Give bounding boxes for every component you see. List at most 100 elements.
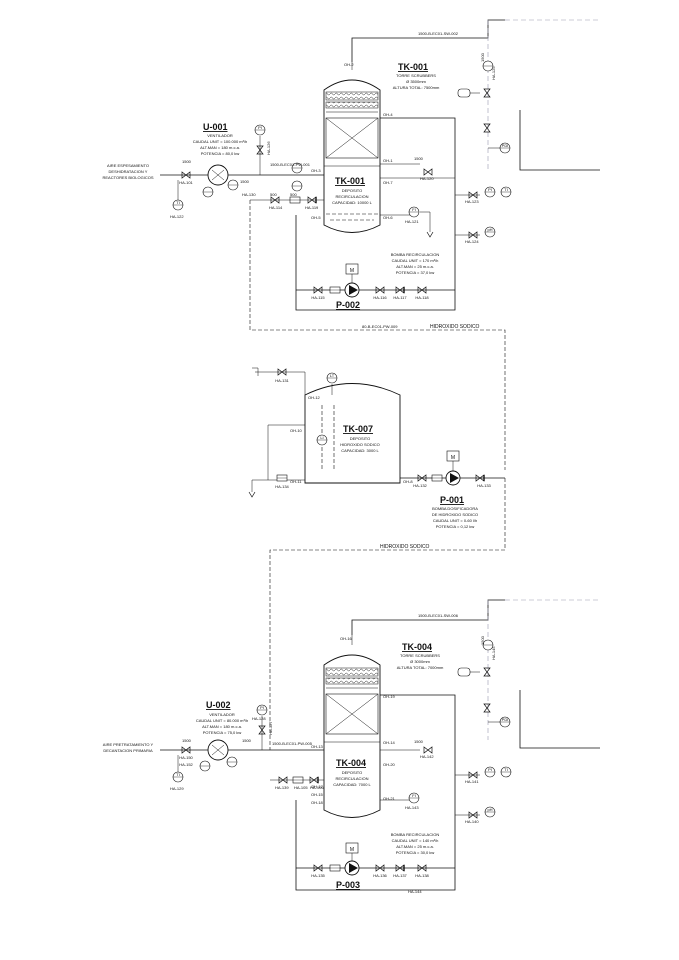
tag-tk004-top: TK-004 (402, 642, 432, 652)
tk007-line2: HIDROXIDO SODICO (340, 442, 380, 447)
valve-top-right[interactable] (483, 123, 491, 133)
pump-p003[interactable] (344, 860, 360, 876)
valve-ha142[interactable] (423, 746, 433, 754)
nozzle-oh3: OH-3 (311, 168, 321, 173)
nozzle-oh2: OH-2 (344, 62, 354, 67)
valve-label-ha118: HA-118 (415, 295, 429, 300)
valve-ha120[interactable] (423, 168, 433, 176)
p003-line1: BOMBA RECIRCULACION (391, 832, 440, 837)
instr-label-li-1: LI (320, 435, 323, 440)
motor-label-p002: M (350, 268, 354, 274)
p001-line3: CAUDAL UNIT = 0-60 l/h (433, 518, 477, 523)
size-s7: 1500 (182, 738, 192, 743)
system-tk007 (248, 367, 506, 750)
tk004-bottom-line1: DEPOSITO (342, 770, 363, 775)
p002-line3: ALT.MAN = 25 m.c.a. (396, 264, 434, 269)
valve-label-ha142: HA-142 (420, 754, 434, 759)
instrument-fan-u002-b (226, 756, 238, 768)
strainer-ha134 (276, 474, 288, 482)
nozzle-oh20: OH-20 (383, 762, 396, 767)
tk004-top-line2: Ø 3000mm (410, 659, 430, 664)
strainer-p001 (431, 474, 443, 482)
instr-label-ti-4: TI (504, 767, 508, 772)
valve-label-ha121: HA-121 (405, 219, 419, 224)
p003-line3: ALT.MAN = 25 m.c.a. (396, 844, 434, 849)
nozzle-oh21: OH-21 (383, 796, 396, 801)
nozzle-oh10: OH-10 (290, 428, 303, 433)
valve-bottom-vent[interactable] (483, 667, 491, 677)
nozzle-oh16: OH-16 (340, 636, 353, 641)
valve-label-ha116: HA-116 (373, 295, 387, 300)
size-s8: 1500 (242, 738, 252, 743)
valve-label-ha105: HA-105 (294, 785, 308, 790)
pump-p002[interactable] (344, 282, 360, 298)
nozzle-oh17: OH-17 (311, 784, 324, 789)
p002-line2: CAUDAL UNIT = 170 m³/h (392, 258, 439, 263)
nozzle-oh14: OH-14 (383, 740, 396, 745)
instrument-fan-u001-b (227, 179, 239, 191)
line-label-sw002: 1500-B-EC01-SW-002 (418, 31, 459, 36)
system-tk001 (160, 19, 600, 470)
p002-line4: POTENCIA = 37,0 kw (396, 270, 435, 275)
nozzle-oh8: OH-8 (403, 479, 413, 484)
pump-p001[interactable] (445, 470, 461, 486)
p001-line4: POTENCIA = 0,12 kw (436, 524, 475, 529)
instr-label-fi-1: FI (412, 207, 416, 212)
instrument-panel-bottom (457, 667, 471, 677)
nozzle-oh11: OH-11 (290, 479, 302, 484)
tk001-bottom-line2: RECIRCULACION (335, 194, 368, 199)
tk001-bottom-line1: DEPOSITO (342, 188, 363, 193)
nozzle-oh6: OH-6 (383, 215, 393, 220)
u001-line4: POTENCIA = 80,0 kw (201, 151, 240, 156)
motor-label-p003: M (350, 847, 354, 853)
valve-label-ha114: HA-114 (269, 205, 283, 210)
tk007-line3: CAPACIDAD: 3000 L (341, 448, 379, 453)
valve-label-ha128: HA-128 (252, 716, 266, 721)
p001-line1: BOMBA DOSIFICADORA (432, 506, 478, 511)
valve-label-ha101: HA-101 (179, 180, 193, 185)
valve-label-ha141: HA-141 (465, 779, 479, 784)
inlet1-line2: DESHIDRATACION Y (109, 169, 148, 174)
strainer-p003 (329, 864, 341, 872)
line-naoh-mid (269, 478, 506, 750)
tk004-top-line3: ALTURA TOTAL: 7000mm (397, 665, 444, 670)
instr-label-ti-3: TI (176, 772, 180, 777)
valve-label-ha127: HA-127 (268, 721, 273, 735)
tag-p001: P-001 (440, 495, 464, 505)
size-s3: 500 (270, 192, 277, 197)
u001-line3: ALT.MAN = 180 m.c.a. (200, 145, 240, 150)
valve-label-ha125: HA-125 (491, 66, 496, 80)
instrument-fan-u002-a (199, 760, 211, 772)
p003-line2: CAUDAL UNIT = 140 m³/h (392, 838, 439, 843)
valve-label-ha132: HA-132 (413, 483, 427, 488)
line-label-pw005: 1500-B-EC01-PW-005 (272, 741, 313, 746)
size-s10: 1500 (480, 635, 485, 645)
nozzle-oh4: OH-4 (383, 112, 393, 117)
strainer-ha105 (292, 776, 304, 784)
valve-label-ha133: HA-133 (477, 483, 491, 488)
instr-label-pi-3: PI (260, 705, 264, 710)
valve-label-ha140: HA-140 (465, 819, 479, 824)
inlet1-line1: AIRE ESPESAMIENTO (107, 163, 149, 168)
nozzle-oh13: OH-13 (311, 744, 324, 749)
p003-line4: POTENCIA = 30,0 kw (396, 850, 435, 855)
valve-label-ha136: HA-136 (373, 873, 387, 878)
valve-label-ha138: HA-138 (415, 873, 429, 878)
line-label-naoh2: HIDROXIDO SODICO (380, 544, 430, 550)
valve-top-vent[interactable] (483, 88, 491, 98)
valve-label-ha106: HA-106 (310, 785, 324, 790)
valve-bottom-right[interactable] (483, 703, 491, 713)
tag-u002: U-002 (206, 700, 231, 710)
inlet1-line3: REACTORES BIOLOGICOS (102, 175, 153, 180)
instr-label-pdi-2: PDI (502, 717, 509, 722)
valve-label-ha119: HA-119 (305, 205, 319, 210)
line-label-sw006: 1500-B-EC01-SW-006 (418, 613, 459, 618)
valve-label-ha115: HA-115 (311, 295, 325, 300)
valve-label-ha123: HA-123 (465, 199, 479, 204)
u001-line2: CAUDAL UNIT = 100.000 m³/h (193, 139, 248, 144)
u001-line1: VENTILADOR (207, 133, 233, 138)
instr-label-pdi-1: PDI (502, 143, 509, 148)
valve-label-ha122: HA-122 (170, 214, 184, 219)
valve-label-ha145: HA-145 (491, 646, 496, 660)
